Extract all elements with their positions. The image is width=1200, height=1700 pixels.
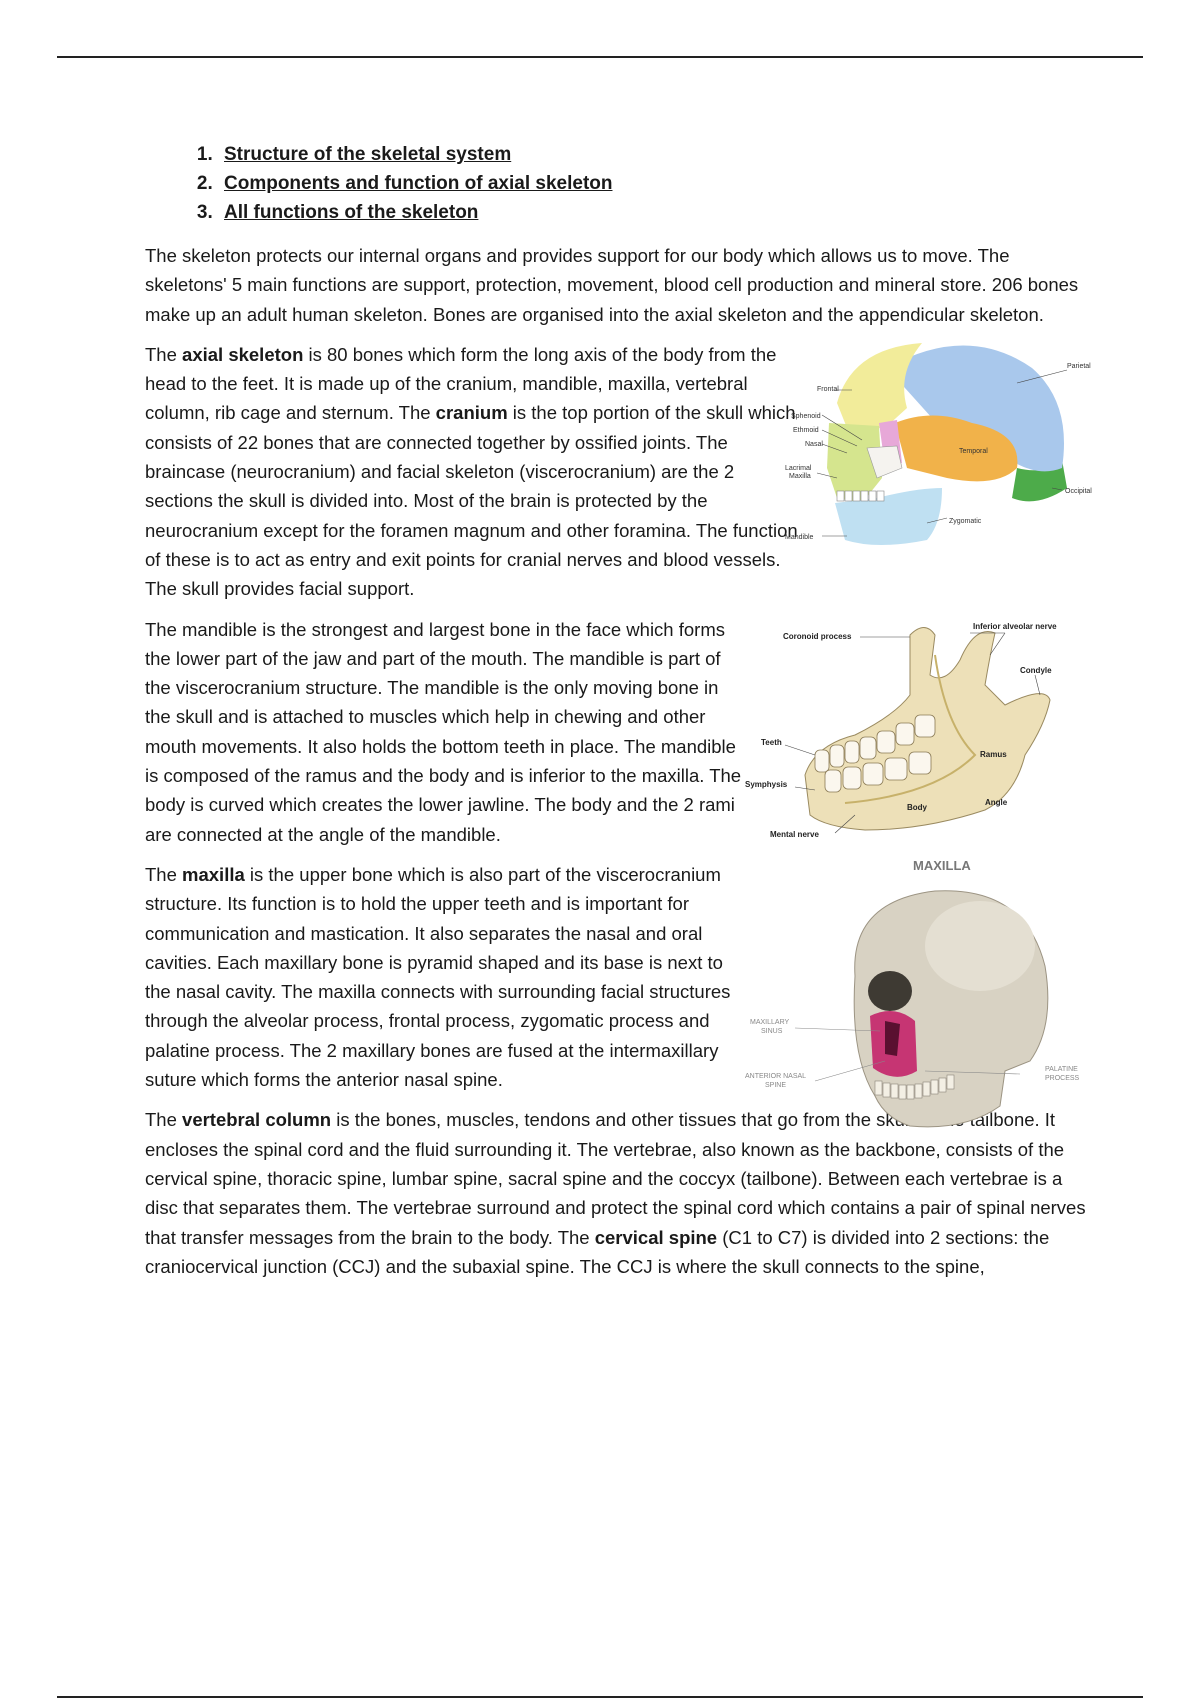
svg-text:MAXILLA: MAXILLA	[913, 858, 971, 873]
maxilla-section: The maxilla is the upper bone which is a…	[145, 858, 1090, 1128]
svg-text:Parietal: Parietal	[1067, 363, 1091, 370]
svg-text:Sphenoid: Sphenoid	[791, 413, 821, 420]
svg-text:Maxilla: Maxilla	[789, 473, 811, 480]
svg-text:Ethmoid: Ethmoid	[793, 427, 819, 434]
occipital-bone	[1012, 442, 1067, 502]
zygomatic-bone	[866, 445, 903, 479]
footer-rule	[57, 1696, 1143, 1698]
svg-text:PALATINE: PALATINE	[1045, 1066, 1078, 1073]
axial-section: The axial skeleton is 80 bones which for…	[145, 340, 1092, 604]
document-body: Structure of the skeletal system Compone…	[145, 140, 1092, 1292]
svg-text:Teeth: Teeth	[761, 738, 782, 747]
svg-text:Coronoid process: Coronoid process	[783, 632, 852, 641]
toc-item[interactable]: Components and function of axial skeleto…	[218, 169, 1090, 198]
intro-paragraph: The skeleton protects our internal organ…	[145, 245, 1079, 325]
skull-diagram: Frontal Parietal Sphenoid Ethmoid Nasal …	[767, 328, 1097, 563]
svg-text:SINUS: SINUS	[761, 1028, 783, 1035]
toc-item[interactable]: All functions of the skeleton	[218, 198, 1090, 227]
svg-text:Occipital: Occipital	[1065, 488, 1092, 495]
svg-text:Symphysis: Symphysis	[745, 780, 788, 789]
svg-text:Mental nerve: Mental nerve	[770, 830, 819, 839]
axial-paragraph: The axial skeleton is 80 bones which for…	[145, 343, 798, 600]
svg-text:Condyle: Condyle	[1020, 666, 1052, 675]
svg-text:Ramus: Ramus	[980, 750, 1007, 759]
mandible-diagram: Coronoid process Inferior alveolar nerve…	[745, 615, 1095, 855]
svg-text:ANTERIOR NASAL: ANTERIOR NASAL	[745, 1073, 806, 1080]
maxilla-diagram: MAXILLA	[745, 856, 1095, 1151]
svg-text:Lacrimal: Lacrimal	[785, 465, 812, 472]
mandible-section: The mandible is the strongest and larges…	[145, 615, 1090, 849]
svg-text:SPINE: SPINE	[765, 1082, 786, 1089]
svg-text:Angle: Angle	[985, 798, 1008, 807]
svg-text:Zygomatic: Zygomatic	[949, 518, 982, 525]
maxilla-bone	[827, 422, 882, 503]
frontal-bone	[837, 342, 922, 428]
header-rule	[57, 56, 1143, 58]
svg-text:MAXILLARY: MAXILLARY	[750, 1019, 789, 1026]
vertebral-paragraph: The vertebral column is the bones, muscl…	[145, 1109, 1086, 1277]
mandible-bone	[835, 487, 942, 545]
toc-item[interactable]: Structure of the skeletal system	[218, 140, 1090, 169]
temporal-bone	[895, 415, 1018, 482]
maxilla-paragraph: The maxilla is the upper bone which is a…	[145, 863, 731, 1091]
parietal-bone	[887, 345, 1064, 472]
mandible-paragraph: The mandible is the strongest and larges…	[145, 618, 742, 845]
svg-text:Frontal: Frontal	[817, 386, 839, 393]
svg-text:Nasal: Nasal	[805, 441, 823, 448]
svg-text:Mandible: Mandible	[785, 534, 814, 541]
svg-text:Body: Body	[907, 803, 928, 812]
svg-text:Inferior alveolar nerve: Inferior alveolar nerve	[973, 622, 1057, 631]
svg-text:PROCESS: PROCESS	[1045, 1075, 1080, 1082]
svg-text:Temporal: Temporal	[959, 448, 988, 455]
table-of-contents: Structure of the skeletal system Compone…	[145, 140, 1090, 227]
